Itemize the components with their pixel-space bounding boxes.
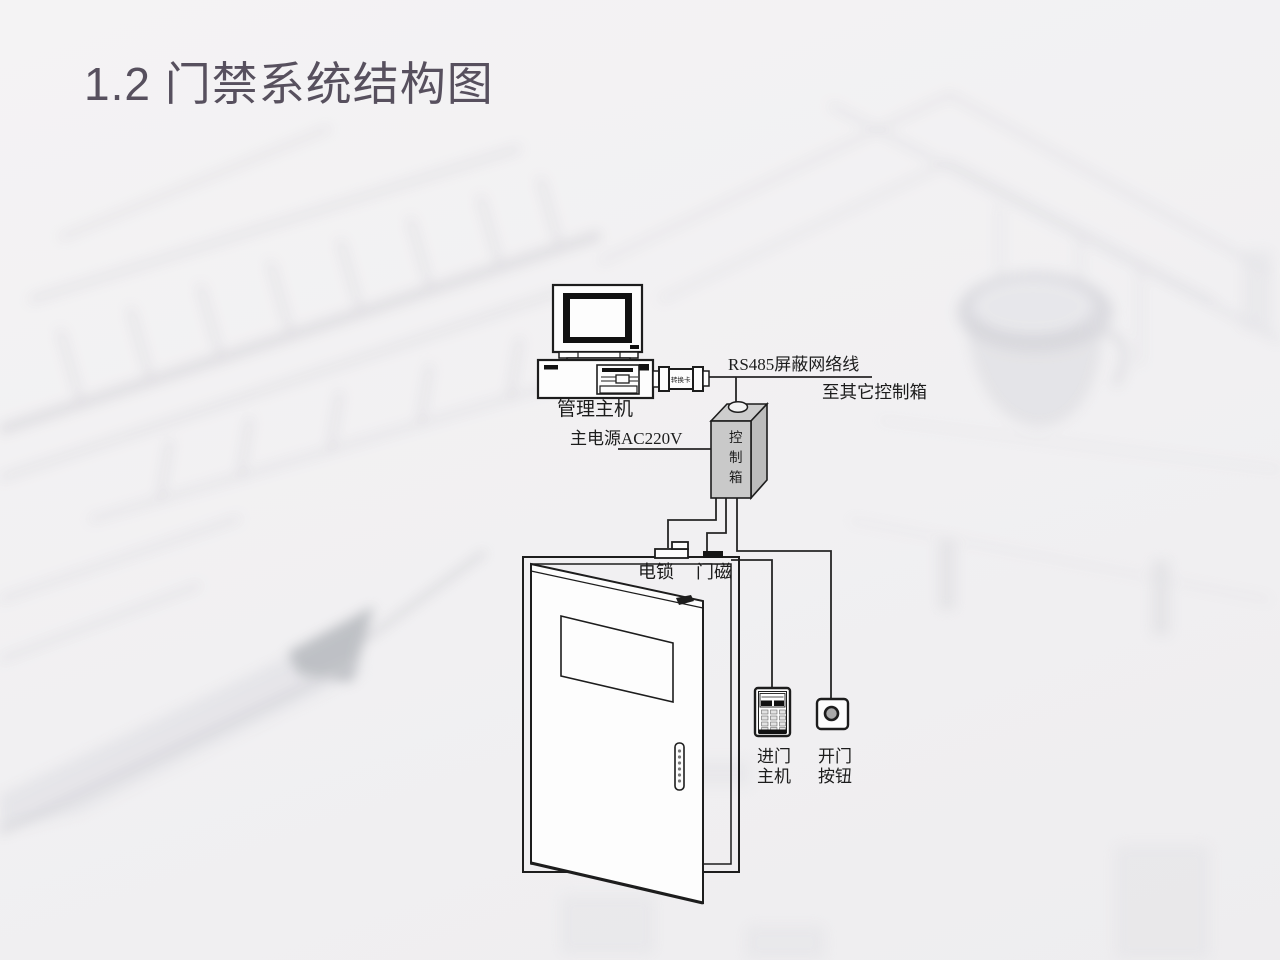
converter-plug-right xyxy=(702,370,710,387)
door xyxy=(522,541,740,905)
door-handle-dots xyxy=(677,749,682,783)
reader-bottom-bar xyxy=(758,729,787,734)
converter-flange-left xyxy=(658,366,670,392)
door-leaf-top-edge xyxy=(530,570,704,609)
reader-display-right xyxy=(774,700,784,706)
management-host-computer xyxy=(536,283,655,400)
control-box-cable-hole xyxy=(727,401,749,413)
case-vent xyxy=(544,365,558,370)
wire-to-electric-lock xyxy=(667,498,717,548)
label-open-button-1: 开门 xyxy=(818,747,852,766)
label-open-button-2: 按钮 xyxy=(818,767,852,786)
watermark-cup xyxy=(957,272,1129,427)
reader-display-left xyxy=(761,700,772,706)
door-window xyxy=(560,614,674,704)
door-handle xyxy=(674,742,685,791)
button-circle xyxy=(823,705,840,722)
rs485-converter: 转换卡 xyxy=(652,366,710,392)
reader-display xyxy=(759,693,786,708)
control-box-label-char2: 制 xyxy=(729,450,743,465)
control-box-side-face xyxy=(750,401,768,501)
door-leaf-magnet-plate xyxy=(676,595,694,605)
electric-lock-device xyxy=(654,548,689,559)
electric-lock-cap xyxy=(671,541,689,550)
label-entry-host-1: 进门 xyxy=(757,747,791,766)
label-entry-host-2: 主机 xyxy=(757,767,791,786)
converter-card-label: 转换卡 xyxy=(671,375,691,384)
door-leaf-bottom-edge xyxy=(530,861,704,905)
door-magnet-device xyxy=(703,551,723,558)
monitor-indicator xyxy=(630,345,639,349)
monitor-screen xyxy=(570,299,625,337)
floppy-slot xyxy=(599,385,638,394)
watermark-pencil xyxy=(0,550,487,834)
control-box-label-char3: 箱 xyxy=(729,470,743,485)
control-box-label-char1: 控 xyxy=(729,430,743,445)
label-door-magnet: 门磁 xyxy=(696,562,732,582)
power-button xyxy=(639,364,649,371)
wire-to-door-magnet xyxy=(706,498,727,551)
control-box: 控 制 箱 xyxy=(709,401,769,501)
label-electric-lock: 电锁 xyxy=(638,562,674,582)
drive-slot-dark xyxy=(602,368,633,372)
wire-to-open-button xyxy=(736,498,832,699)
monitor-stand xyxy=(558,351,639,359)
wires xyxy=(618,376,872,699)
converter-flange-right xyxy=(692,366,704,392)
control-box-front-face xyxy=(710,420,752,499)
wire-to-entry-host xyxy=(731,559,773,688)
label-management-host: 管理主机 xyxy=(557,398,633,420)
label-to-other-controllers: 至其它控制箱 xyxy=(822,382,927,402)
label-main-power: 主电源AC220V xyxy=(570,429,683,448)
label-rs485-line: RS485屏蔽网络线 xyxy=(728,355,859,374)
entry-host-reader xyxy=(753,686,792,738)
eject-button xyxy=(615,374,630,384)
open-door-button-device xyxy=(815,697,850,731)
page-title: 1.2 门禁系统结构图 xyxy=(84,58,494,110)
door-leaf xyxy=(530,562,704,905)
